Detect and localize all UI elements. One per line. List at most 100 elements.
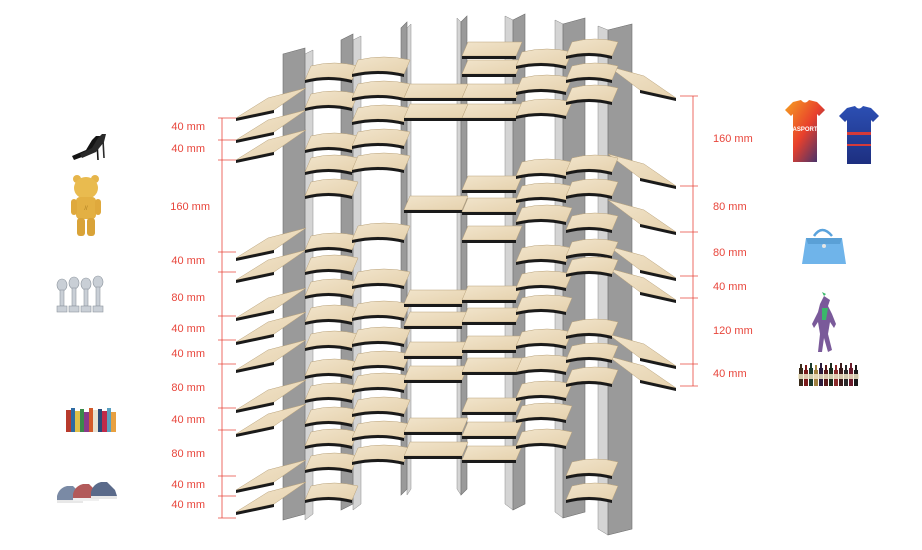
football-jerseys-icon: EASPORTS (785, 100, 879, 164)
shelf-board (351, 56, 411, 77)
shelf-edge (305, 397, 352, 403)
shelf-board (565, 318, 619, 339)
shelf-edge (305, 147, 352, 153)
vertical-panel (607, 23, 633, 536)
shelf-top (403, 311, 469, 327)
shelf-edge (566, 77, 612, 83)
shelf-board (461, 335, 523, 353)
shelf-edge (566, 193, 612, 199)
shelf-board (515, 428, 573, 449)
shelf-board (461, 445, 523, 463)
shelf-top (235, 403, 307, 435)
left-dim-2: 40 mm (171, 143, 205, 155)
shelf-edge (404, 210, 462, 213)
shelf-edge (352, 411, 404, 417)
shelf-edge (566, 381, 612, 387)
shelf-top (461, 83, 523, 99)
shelf-edge (516, 113, 566, 119)
high-heels-icon (72, 134, 106, 161)
shelf-edge (305, 373, 352, 379)
shelf-board (351, 80, 411, 101)
shelf-top (461, 175, 523, 191)
angled-shelf-right (607, 199, 677, 235)
shelf-edge (236, 504, 274, 515)
shelf-edge (566, 271, 612, 277)
shelf-board (515, 354, 573, 375)
shelf-board (461, 59, 523, 77)
shelf-edge (236, 272, 274, 283)
shelf-edge (305, 467, 352, 473)
shelf-edge (305, 193, 352, 199)
shelf-edge (305, 105, 352, 111)
shelf-edge (236, 334, 274, 345)
shelf-board (304, 482, 359, 503)
angled-shelf-left (235, 87, 307, 121)
shelf-top (461, 285, 523, 301)
action-figure-icon (812, 292, 836, 352)
shelf-edge (462, 118, 516, 121)
shelf-edge (352, 167, 404, 173)
shelf-edge (566, 227, 612, 233)
left-dim-5: 80 mm (171, 292, 205, 304)
shelf-edge (516, 309, 566, 315)
shelf-edge (404, 356, 462, 359)
shelf-edge (516, 219, 566, 225)
shelf-board (515, 294, 573, 315)
shelf-edge (516, 63, 566, 69)
shelf-board (351, 152, 411, 173)
bearbrick-figure-icon: // (71, 175, 101, 236)
shelf-edge (404, 304, 462, 307)
shelf-edge (462, 460, 516, 463)
shelf-board (565, 154, 619, 175)
shelf-edge (236, 362, 274, 373)
shelf-edge (640, 270, 676, 281)
shelf-board (304, 178, 359, 199)
shelf-edge (236, 310, 274, 321)
shelf-top (403, 365, 469, 381)
shelf-edge (566, 99, 612, 105)
shelf-top (461, 307, 523, 323)
shelf-edge (516, 285, 566, 291)
shelf-edge (305, 421, 352, 427)
shelf-board (515, 158, 573, 179)
shelf-board (403, 417, 469, 435)
shelf-edge (462, 212, 516, 215)
shelf-board (515, 74, 573, 95)
shelf-top (235, 459, 307, 491)
shelf-board (403, 103, 469, 121)
shelf-top (235, 287, 307, 319)
shelf-board (461, 397, 523, 415)
shelf-edge (566, 333, 612, 339)
shelf-edge (305, 269, 352, 275)
right-dim-3: 80 mm (713, 247, 747, 259)
shelf-board (515, 48, 573, 69)
shelf-edge (566, 253, 612, 259)
shelf-edge (516, 197, 566, 203)
shelf-board (515, 402, 573, 423)
left-dim-4: 40 mm (171, 255, 205, 267)
shelf-edge (516, 395, 566, 401)
shelf-top (461, 421, 523, 437)
shelf-edge (462, 372, 516, 375)
shelf-boards (235, 38, 677, 515)
shelf-board (565, 212, 619, 233)
shelf-top (461, 103, 523, 119)
shelf-board (304, 154, 359, 175)
left-dim-6: 40 mm (171, 323, 205, 335)
shelf-edge (516, 369, 566, 375)
shelf-edge (462, 350, 516, 353)
angled-shelf-left (235, 339, 307, 373)
shelf-board (304, 254, 359, 275)
shelf-board (565, 38, 619, 59)
shelf-edge (352, 459, 404, 465)
shelf-board (461, 103, 523, 121)
shelf-board (461, 307, 523, 325)
shelf-top (403, 195, 469, 211)
shelf-edge (305, 497, 352, 503)
trophies-icon (56, 275, 104, 313)
shelf-edge (352, 435, 404, 441)
shelf-board (304, 232, 359, 253)
shelf-edge (352, 237, 404, 243)
shelf-board (351, 128, 411, 149)
shelf-edge (404, 98, 462, 101)
